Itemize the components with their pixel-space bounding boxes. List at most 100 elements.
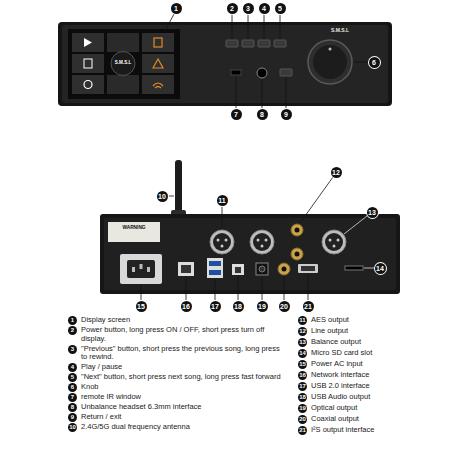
callout-number: 14 <box>298 349 307 358</box>
leader-line <box>364 268 374 269</box>
xlr-pin <box>217 239 220 242</box>
description-list: 11AES output12Line output13Balance outpu… <box>298 316 446 437</box>
xlr-inner <box>325 233 343 251</box>
inlet-pin <box>140 264 143 269</box>
part-description: Power button, long press ON / OFF, short… <box>81 326 286 344</box>
callout-number: 19 <box>257 301 268 312</box>
list-item: 4Play / pause <box>68 363 286 372</box>
part-description: Return / exit <box>81 413 286 422</box>
callout-number: 20 <box>279 301 290 312</box>
callout-number: 17 <box>210 301 221 312</box>
display-bezel <box>68 29 180 99</box>
callout-number: 18 <box>233 301 244 312</box>
display-tile <box>72 75 104 94</box>
list-item: 3"Previous" button, short press the prev… <box>68 345 286 363</box>
list-item: 7remote IR window <box>68 393 286 402</box>
folder-icon <box>154 38 162 47</box>
callout-number: 12 <box>331 167 342 178</box>
leader-line <box>236 76 237 108</box>
list-item: 5"Next" button, short press next song, l… <box>68 373 286 382</box>
callout-number: 8 <box>257 109 268 120</box>
rca-jack <box>291 248 303 260</box>
part-description: I²S output interface <box>311 426 446 435</box>
knob-cap <box>313 45 347 79</box>
balance-xlr <box>250 230 274 254</box>
knob-dot <box>329 48 332 51</box>
callout-number: 2 <box>227 3 238 14</box>
list-item: 21I²S output interface <box>298 426 446 435</box>
callout-number: 15 <box>298 360 307 369</box>
rca-jack <box>291 224 303 236</box>
part-description: Unbalance headset 6.3mm interface <box>81 403 286 412</box>
coaxial-jack <box>278 263 290 275</box>
leader-line <box>262 276 263 300</box>
callout-number: 13 <box>298 338 307 347</box>
callout-number: 3 <box>68 345 77 354</box>
callout-number: 16 <box>298 371 307 380</box>
part-description: USB 2.0 interface <box>311 382 446 391</box>
rear-panel <box>100 160 400 294</box>
callout-number: 5 <box>68 373 77 382</box>
xlr-pin <box>225 239 228 242</box>
return-button <box>280 69 292 76</box>
list-item: 13 Balance output <box>298 338 446 347</box>
part-description: Display screen <box>81 316 286 325</box>
i2s-socket <box>301 266 315 271</box>
leader-lines <box>141 177 374 300</box>
part-description: Optical output <box>311 404 446 413</box>
list-item: 20Coaxial output <box>298 415 446 424</box>
knob <box>308 40 352 84</box>
xlr-inner <box>253 233 271 251</box>
part-description: USB Audio output <box>311 393 446 402</box>
list-item: 16Network interface <box>298 371 446 380</box>
display-tile <box>142 54 174 73</box>
list-item: 2 Power button, long press ON / OFF, shor… <box>68 326 286 344</box>
rear-face <box>104 218 396 290</box>
i2s-port <box>298 264 318 273</box>
callout-number: 2 <box>68 326 77 335</box>
callout-number: 1 <box>68 316 77 325</box>
list-item: 14Micro SD card slot <box>298 349 446 358</box>
warning-label <box>108 222 160 242</box>
brand-logo: S.M.S.L <box>331 28 349 33</box>
rca-center <box>295 228 300 233</box>
xlr-pin <box>333 245 336 248</box>
display-tile <box>107 33 139 52</box>
leader-line <box>286 77 287 108</box>
wifi-icon <box>153 83 163 88</box>
usb-a-port <box>207 258 223 278</box>
part-description: Coaxial output <box>311 415 446 424</box>
part-description: Balance output <box>311 338 446 347</box>
callout-number: 7 <box>231 109 242 120</box>
usb-slot <box>209 270 221 275</box>
inlet-socket <box>127 260 155 278</box>
leader-line <box>141 285 142 300</box>
list-icon <box>84 59 92 68</box>
xlr-pin <box>261 245 264 248</box>
display-tile <box>72 33 104 52</box>
balance-xlr <box>322 230 346 254</box>
play-icon <box>84 38 92 47</box>
leader-line <box>262 79 263 108</box>
warning-text: WARNING <box>122 226 145 231</box>
next-button <box>274 40 286 47</box>
callout-number: 14 <box>375 263 386 274</box>
callout-number: 5 <box>275 3 286 14</box>
leader-line <box>284 276 285 300</box>
sd-slot <box>345 266 363 270</box>
callout-number: 11 <box>217 195 228 206</box>
callout-number: 13 <box>367 207 378 218</box>
settings-icon <box>84 81 92 89</box>
coaxial-center <box>282 267 287 272</box>
callout-number: 9 <box>68 413 77 422</box>
callout-number: 11 <box>298 316 307 325</box>
list-item: 18USB Audio output <box>298 393 446 402</box>
callout-number: 15 <box>136 301 147 312</box>
input-icon <box>153 59 163 68</box>
leader-line <box>215 279 216 300</box>
leader-line <box>222 206 223 229</box>
list-item: 9 Return / exit <box>68 413 286 422</box>
usb-slot <box>209 261 221 266</box>
